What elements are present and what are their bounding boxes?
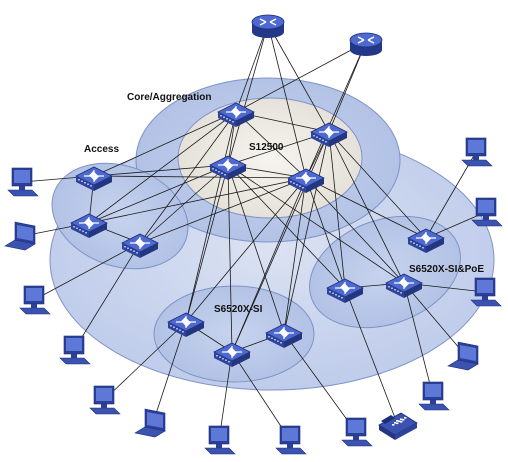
- switch-icon: [287, 168, 325, 193]
- desktop-pc-icon: [341, 417, 373, 447]
- switch-icon: [209, 155, 247, 180]
- desktop-pc-icon: [471, 197, 503, 227]
- link-aB3-c4: [283, 177, 307, 334]
- link-pc4-aB1: [103, 321, 187, 401]
- switch-icon: [310, 122, 348, 147]
- link-aR1-c2: [328, 131, 427, 239]
- link-aR3-c2: [328, 131, 346, 289]
- link-aL2-c1: [88, 111, 237, 224]
- link-aB3-c3: [227, 164, 285, 334]
- link-aB1-c4: [185, 177, 307, 323]
- link-aB2-c3: [227, 164, 233, 353]
- laptop-icon: [4, 221, 36, 251]
- switch-icon: [385, 273, 423, 298]
- link-aL1-c3: [93, 164, 229, 177]
- desktop-pc-icon: [461, 137, 493, 167]
- link-aR1-c4: [305, 177, 427, 239]
- ip-phone-icon: [378, 412, 418, 440]
- switch-icon: [75, 166, 113, 191]
- switch-icon: [326, 278, 364, 303]
- link-pc3-aL3: [73, 242, 141, 351]
- link-aL3-c1: [139, 111, 237, 244]
- desktop-pc-icon: [19, 285, 51, 315]
- link-r1-c1: [235, 23, 269, 113]
- link-aL2-c4: [88, 177, 307, 224]
- laptop-icon: [134, 408, 166, 438]
- desktop-pc-icon: [418, 381, 450, 411]
- desktop-pc-icon: [89, 385, 121, 415]
- core-zone: [177, 97, 363, 219]
- link-aB3-c2: [283, 131, 330, 334]
- desktop-pc-icon: [59, 335, 91, 365]
- link-aR2-c3: [227, 164, 405, 284]
- link-aB1-c1: [185, 111, 237, 323]
- link-aL1-c4: [93, 175, 307, 179]
- link-pc6-aB2: [231, 351, 291, 441]
- desktop-pc-icon: [7, 167, 39, 197]
- link-lap3-aR2: [403, 282, 467, 357]
- desktop-pc-icon: [470, 277, 502, 307]
- switch-icon: [407, 228, 445, 253]
- switch-icon: [217, 102, 255, 127]
- link-r2-c4: [305, 41, 367, 179]
- link-r2-c1: [235, 41, 367, 113]
- link-aR3-c4: [305, 177, 346, 289]
- link-aB2-c4: [231, 177, 307, 353]
- link-r1-c3: [227, 23, 269, 166]
- link-pc7-aB3: [283, 332, 357, 433]
- link-aL3-c3: [139, 164, 229, 244]
- link-aL3-c4: [139, 177, 307, 244]
- link-lap2-aB1: [152, 321, 187, 424]
- label-access-model-bottom: S6520X-SI: [214, 304, 263, 315]
- switch-icon: [167, 312, 205, 337]
- link-c1-c4: [235, 111, 307, 179]
- laptop-icon: [447, 341, 479, 371]
- link-aL1-c1: [93, 111, 237, 177]
- desktop-pc-icon: [204, 425, 236, 455]
- link-aR2-c2: [328, 131, 405, 284]
- link-aR3-c3: [227, 164, 346, 289]
- switch-icon: [121, 233, 159, 258]
- link-pc5-aB2: [218, 351, 233, 441]
- label-access-model-right: S6520X-SI&PoE: [409, 264, 484, 275]
- label-core-model: S12500: [249, 142, 284, 153]
- link-pc11-aR1: [425, 151, 477, 239]
- label-core-aggregation: Core/Aggregation: [127, 92, 211, 103]
- network-devices: [4, 14, 503, 455]
- label-access: Access: [84, 144, 119, 155]
- access-zone-bottom: [153, 285, 315, 383]
- switch-icon: [213, 342, 251, 367]
- switch-icon: [265, 323, 303, 348]
- link-pc8-aR2: [403, 282, 434, 397]
- link-aL2-c3: [88, 164, 229, 224]
- router-icon: [349, 32, 383, 56]
- router-icon: [251, 14, 285, 38]
- link-pc2-aL3: [33, 242, 141, 301]
- link-r2-c2: [328, 41, 367, 133]
- link-r1-c4: [267, 23, 307, 179]
- link-aB1-c3: [185, 164, 229, 323]
- link-aB2-c2: [231, 131, 330, 353]
- link-phone-aR3: [344, 287, 398, 424]
- desktop-pc-icon: [275, 425, 307, 455]
- link-aR2-c4: [305, 177, 405, 284]
- switch-icon: [70, 213, 108, 238]
